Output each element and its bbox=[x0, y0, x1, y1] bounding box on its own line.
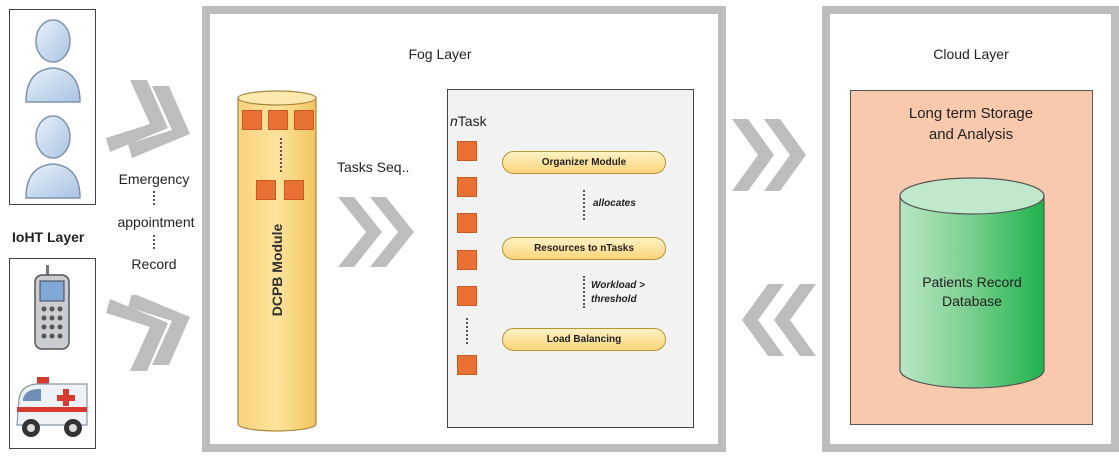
arrow-upper-icon bbox=[106, 80, 190, 158]
cloud-layer-title: Cloud Layer bbox=[933, 46, 1009, 62]
workload-line2: threshold bbox=[591, 294, 637, 305]
mobile-phone-icon bbox=[34, 265, 70, 350]
fog-layer-title: Fog Layer bbox=[408, 46, 472, 62]
storage-title-line2: and Analysis bbox=[928, 126, 1014, 143]
dotted-connector bbox=[583, 276, 585, 308]
dotted-connector bbox=[280, 138, 282, 172]
database-label-line2: Database bbox=[942, 293, 1002, 309]
task-square bbox=[284, 180, 304, 200]
allocates-label: allocates bbox=[593, 198, 636, 209]
tasks-seq-label: Tasks Seq.. bbox=[337, 159, 410, 175]
msg-record: Record bbox=[131, 256, 177, 272]
msg-appointment: appointment bbox=[117, 214, 195, 230]
task-square bbox=[457, 286, 477, 306]
dotted-connector bbox=[466, 318, 468, 344]
task-square bbox=[457, 355, 477, 375]
double-chevron-right-icon bbox=[338, 197, 414, 267]
ntask-suffix: Task bbox=[457, 113, 487, 129]
ioht-layer-label: IoHT Layer bbox=[12, 229, 85, 245]
user-icon bbox=[25, 19, 81, 103]
user-icon bbox=[25, 115, 81, 199]
dcpb-module-label: DCPB Module bbox=[269, 223, 285, 317]
users-box bbox=[9, 9, 96, 205]
task-square bbox=[256, 180, 276, 200]
database-cylinder bbox=[899, 177, 1045, 389]
double-chevron-left-icon bbox=[742, 284, 816, 356]
load-balancing-module: Load Balancing bbox=[502, 328, 666, 351]
task-square bbox=[294, 110, 314, 130]
task-square bbox=[268, 110, 288, 130]
ntask-title: nTask bbox=[450, 113, 487, 129]
task-square bbox=[457, 250, 477, 270]
double-chevron-right-icon bbox=[732, 119, 806, 191]
organizer-module: Organizer Module bbox=[502, 151, 666, 174]
task-square bbox=[457, 177, 477, 197]
task-square bbox=[457, 141, 477, 161]
msg-emergency: Emergency bbox=[118, 171, 190, 187]
task-square bbox=[457, 213, 477, 233]
devices-box bbox=[9, 258, 96, 449]
workload-label: Workload > threshold bbox=[591, 279, 645, 307]
ambulance-icon bbox=[16, 377, 88, 437]
resources-module: Resources to nTasks bbox=[502, 237, 666, 260]
dotted-connector bbox=[153, 235, 155, 249]
dotted-connector bbox=[153, 191, 155, 205]
ntask-prefix: n bbox=[450, 113, 458, 129]
database-label-line1: Patients Record bbox=[922, 274, 1022, 290]
storage-title-line1: Long term Storage bbox=[908, 105, 1034, 122]
arrow-lower-icon bbox=[106, 295, 190, 371]
workload-line1: Workload > bbox=[591, 280, 645, 291]
dotted-connector bbox=[583, 190, 585, 220]
task-square bbox=[242, 110, 262, 130]
